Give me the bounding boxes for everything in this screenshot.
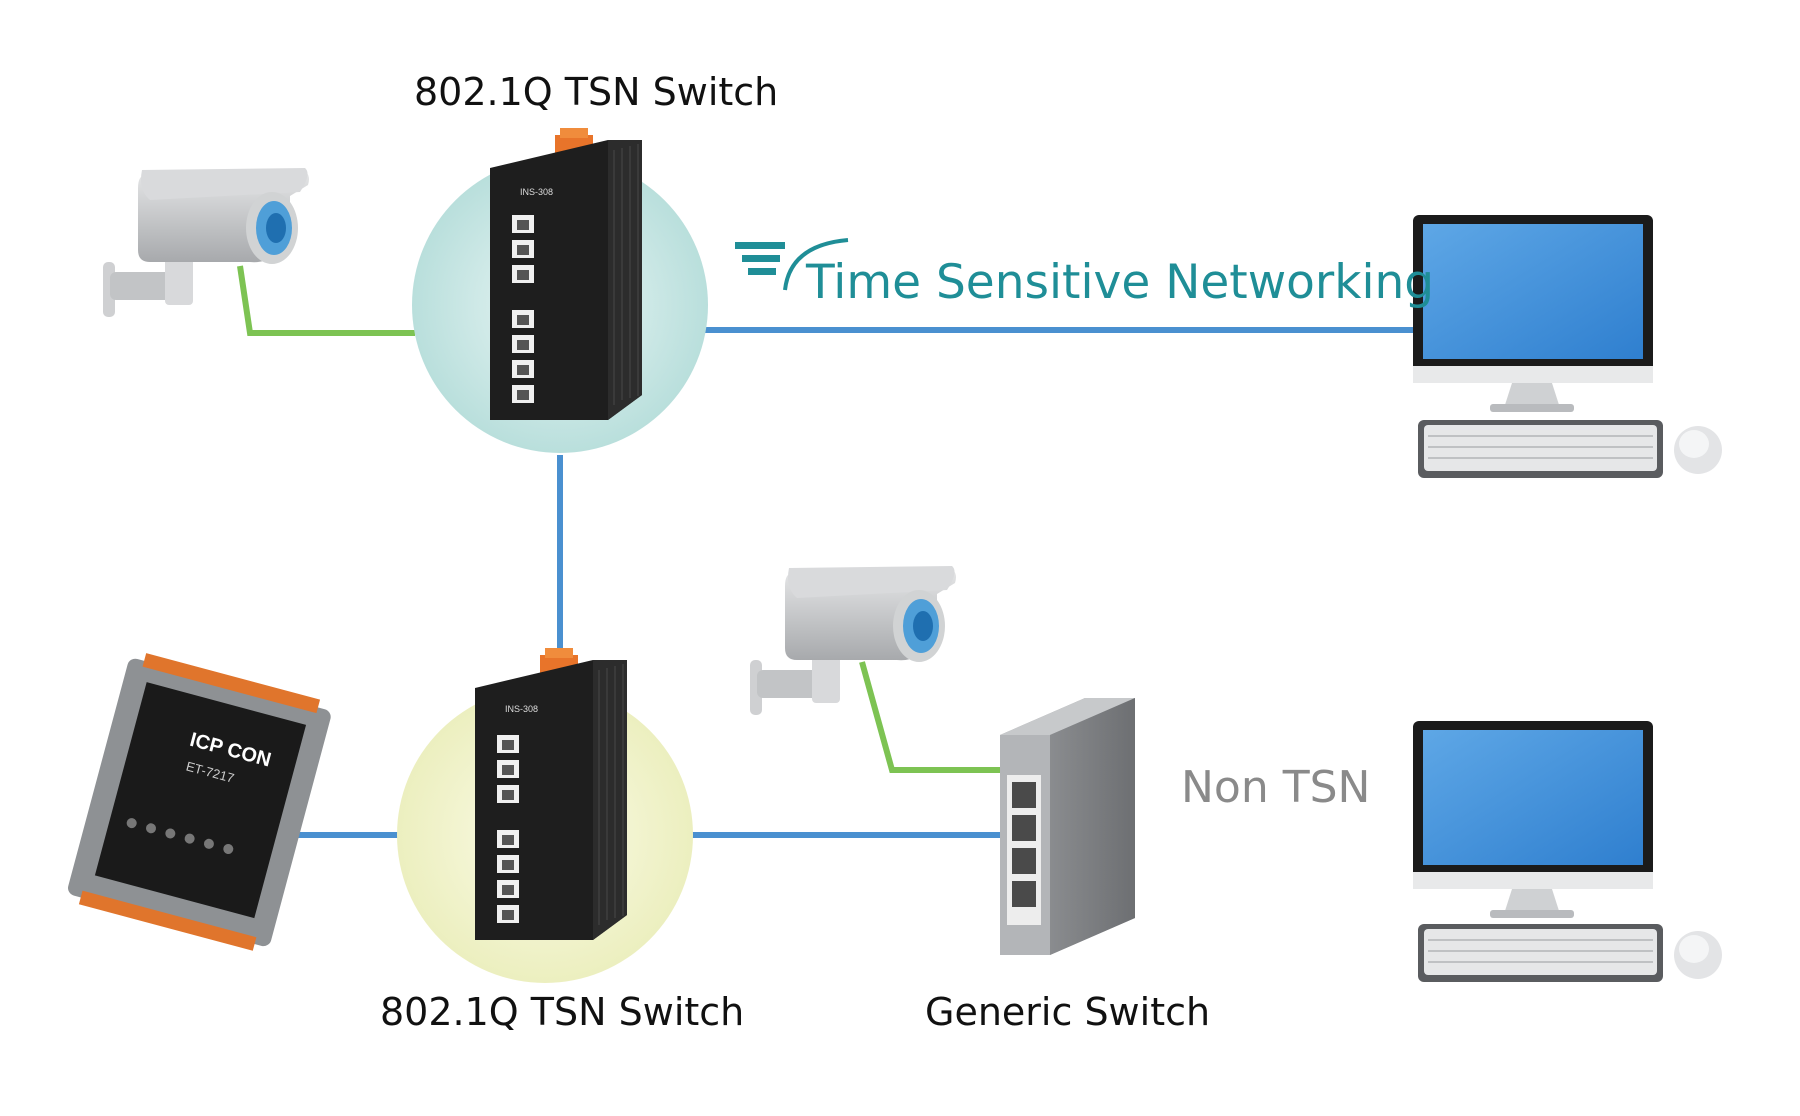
tsn-switch-icon: INS-308 <box>490 128 642 420</box>
keyboard-icon <box>1418 924 1663 982</box>
keyboard-icon <box>1418 420 1663 478</box>
io-module-icon: ICP CON ET-7217 <box>68 653 331 951</box>
desktop-computer-icon <box>1413 721 1653 918</box>
mouse-icon <box>1674 426 1722 474</box>
switch-model-text: INS-308 <box>505 704 538 714</box>
camera-icon <box>750 566 956 715</box>
camera-icon <box>103 168 309 317</box>
tsn-switch-bottom-label: 802.1Q TSN Switch <box>380 990 745 1034</box>
time-sensitive-networking-label: Time Sensitive Networking <box>806 255 1435 310</box>
link-camera1-to-switch <box>237 265 415 336</box>
mouse-icon <box>1674 931 1722 979</box>
tsn-switch-icon: INS-308 <box>475 648 627 940</box>
tsn-logo-icon <box>735 238 849 291</box>
desktop-computer-icon <box>1413 215 1653 412</box>
generic-switch-label: Generic Switch <box>925 990 1211 1034</box>
tsn-switch-top-label: 802.1Q TSN Switch <box>414 70 779 114</box>
link-camera2-to-generic <box>859 661 1000 773</box>
non-tsn-label: Non TSN <box>1181 762 1371 813</box>
links <box>237 265 1420 838</box>
switch-model-text: INS-308 <box>520 187 553 197</box>
generic-switch-icon <box>1000 698 1135 955</box>
